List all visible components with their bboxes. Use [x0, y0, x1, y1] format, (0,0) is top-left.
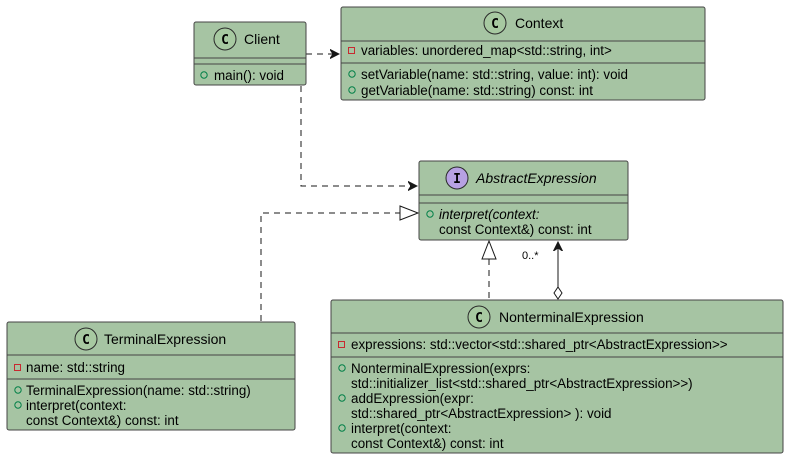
private-marker-icon: [14, 364, 21, 371]
class-nonterminal-expression: C NonterminalExpression expressions: std…: [330, 299, 784, 454]
interface-badge-icon: [445, 166, 469, 190]
nonterminal-expression-method-cont: std::shared_ptr<AbstractExpression> ): v…: [351, 406, 612, 421]
terminal-realization-arrowhead: [399, 205, 420, 221]
public-marker-icon: [14, 386, 22, 394]
nonterminal-expression-method: interpret(context:: [351, 421, 451, 436]
terminal-realization-line: [260, 212, 400, 321]
terminal-expression-field: name: std::string: [26, 360, 125, 375]
interface-abstract-expression: I AbstractExpression interpret(context: …: [418, 160, 629, 241]
class-context: C Context variables: unordered_map<std::…: [340, 6, 706, 101]
nonterminal-expression-method-cont: std::initializer_list<std::shared_ptr<Ab…: [351, 376, 693, 391]
context-method: setVariable(name: std::string, value: in…: [361, 67, 628, 82]
abstract-expression-title: AbstractExpression: [475, 170, 597, 186]
public-marker-icon: [348, 70, 356, 78]
class-badge-icon: [74, 327, 98, 351]
terminal-expression-method-cont: const Context&) const: int: [26, 413, 179, 428]
nonterminal-expression-field: expressions: std::vector<std::shared_ptr…: [351, 337, 728, 352]
private-marker-icon: [348, 47, 355, 54]
public-marker-icon: [338, 394, 346, 402]
class-badge-icon: [483, 11, 507, 35]
nonterminal-expression-stereotype: C: [475, 311, 483, 326]
nonterminal-expression-title: NonterminalExpression: [499, 309, 644, 325]
private-marker-icon: [338, 341, 345, 348]
class-terminal-expression: C TerminalExpression name: std::string T…: [6, 321, 296, 431]
client-stereotype: C: [221, 33, 229, 48]
client-title: Client: [244, 31, 280, 47]
context-field: variables: unordered_map<std::string, in…: [361, 43, 612, 58]
nonterminal-expression-method-cont: const Context&) const: int: [351, 436, 504, 451]
class-badge-icon: [213, 27, 237, 51]
class-badge-icon: [467, 305, 491, 329]
terminal-expression-title: TerminalExpression: [104, 331, 226, 347]
context-method: getVariable(name: std::string) const: in…: [361, 83, 593, 98]
context-title: Context: [515, 15, 563, 31]
class-client: C Client main(): void: [193, 21, 307, 86]
abstract-expression-method: interpret(context:: [439, 207, 540, 222]
public-marker-icon: [200, 71, 208, 79]
nonterminal-expression-method: NonterminalExpression(exprs:: [351, 361, 530, 376]
nonterminal-expression-method: addExpression(expr:: [351, 391, 474, 406]
terminal-expression-stereotype: C: [82, 333, 90, 348]
aggregation-diamond: [553, 286, 563, 300]
public-marker-icon: [426, 210, 434, 218]
nonterminal-realization-arrowhead: [481, 239, 497, 260]
public-marker-icon: [14, 401, 22, 409]
public-marker-icon: [338, 364, 346, 372]
public-marker-icon: [338, 424, 346, 432]
client-abstract-dependency: [300, 86, 417, 186]
terminal-expression-method: TerminalExpression(name: std::string): [26, 383, 251, 398]
public-marker-icon: [348, 86, 356, 94]
client-method: main(): void: [214, 68, 284, 83]
abstract-expression-stereotype: I: [453, 172, 461, 187]
terminal-expression-method: interpret(context:: [26, 398, 126, 413]
abstract-expression-method-cont: const Context&) const: int: [439, 222, 592, 237]
aggregation-multiplicity: 0..*: [522, 250, 539, 262]
context-stereotype: C: [491, 17, 499, 32]
